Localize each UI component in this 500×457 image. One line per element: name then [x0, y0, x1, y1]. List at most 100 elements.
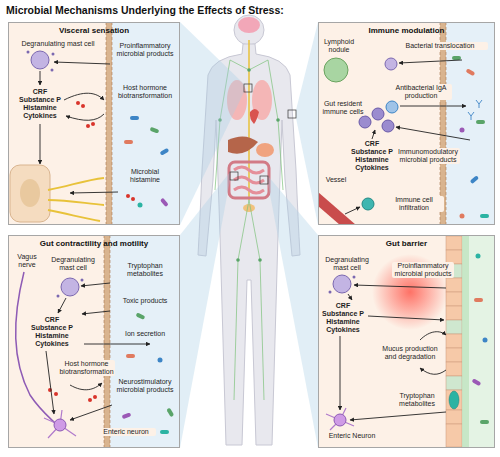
arrows — [81, 283, 110, 286]
bacteria — [480, 420, 489, 424]
zoom-wedge — [296, 22, 318, 225]
arrows — [399, 60, 462, 63]
human-body — [243, 204, 255, 212]
cells — [20, 179, 40, 207]
cells — [48, 178, 104, 221]
annotation-label: Enteric neuron — [96, 428, 156, 436]
cells — [86, 124, 90, 128]
human-body — [236, 258, 240, 262]
zoom-wedge — [230, 172, 238, 180]
arrows — [400, 106, 466, 107]
cells — [382, 120, 394, 132]
annotation-label: Immune cell infiltration — [384, 196, 444, 212]
cells — [57, 295, 60, 298]
human-body — [229, 162, 269, 198]
bacteria — [160, 198, 169, 207]
human-body — [234, 167, 264, 193]
bacteria — [150, 127, 160, 134]
cells — [51, 69, 54, 72]
zoom-wedge — [260, 176, 268, 184]
epithelium — [446, 390, 462, 410]
bacteria — [136, 312, 146, 319]
arrows — [350, 412, 446, 420]
cells — [76, 101, 80, 105]
cells — [91, 122, 95, 126]
arrows — [82, 311, 110, 314]
arrows — [340, 336, 341, 410]
panel-ground — [440, 22, 446, 225]
panel-heading: Gut barrier — [319, 239, 494, 248]
annotation-label: Host hormone biotransformation — [114, 84, 176, 100]
cells — [386, 101, 398, 113]
arrows — [70, 383, 102, 390]
annotation-label: Microbial histamine — [120, 168, 170, 184]
cells — [61, 278, 79, 296]
bacteria — [476, 254, 481, 259]
annotation-label: Proinflammatory microbial products — [114, 42, 176, 58]
annotation-label: Enteric Neuron — [322, 432, 382, 440]
epithelium — [446, 348, 462, 362]
bacteria — [158, 358, 163, 363]
bacteria — [480, 214, 489, 218]
bacteria — [126, 354, 135, 358]
human-body — [228, 136, 258, 153]
cells — [324, 58, 348, 82]
annotation-label: Degranulating mast cell — [16, 40, 100, 48]
annotation-label: Degranulating mast cell — [321, 256, 373, 272]
epithelium — [446, 362, 462, 376]
arrows — [40, 124, 41, 164]
panel-heading: Immune modulation — [319, 26, 494, 35]
zoom-wedge — [288, 110, 296, 118]
annotation-label: Degranulating mast cell — [46, 256, 100, 272]
human-body — [238, 17, 260, 33]
arrows — [345, 207, 360, 214]
human-body — [258, 258, 262, 262]
bacteria — [166, 408, 174, 418]
annotation-label: Ion secretion — [114, 330, 176, 338]
panel-ground — [8, 22, 106, 225]
arrows — [420, 332, 446, 340]
panel-ground — [8, 235, 104, 448]
figure-title: Microbial Mechanisms Underlying the Effe… — [6, 4, 284, 16]
cells — [52, 53, 55, 56]
annotation-label: Vessel — [322, 176, 350, 184]
annotation-label: Proinflammatory microbial products — [392, 262, 454, 278]
cells — [333, 275, 351, 293]
panel-ground — [110, 235, 180, 448]
zoom-wedge — [268, 176, 318, 448]
epithelium — [446, 376, 462, 390]
arrows — [40, 71, 41, 85]
arrows — [354, 285, 446, 288]
mediator-list: CRF Substance P Histamine Cytokines — [321, 302, 365, 334]
cells — [362, 198, 374, 210]
arrows — [368, 316, 444, 320]
epithelium — [446, 320, 462, 334]
arrows — [372, 130, 375, 139]
bacteria — [124, 140, 133, 144]
panel-ground — [318, 22, 440, 225]
arrows — [46, 351, 54, 414]
mediator-list: CRF Substance P Histamine Cytokines — [350, 140, 394, 172]
bacteria — [130, 116, 139, 120]
annotation-label: Tryptophan metabolites — [114, 262, 176, 278]
annotation-label: Gut resident immune cells — [321, 100, 365, 116]
cells — [81, 104, 85, 108]
zoom-wedge — [244, 84, 252, 92]
mediator-list: CRF Substance P Histamine Cytokines — [18, 88, 62, 120]
epithelium — [446, 278, 462, 292]
panel-ground — [106, 22, 112, 225]
bacteria — [122, 412, 132, 419]
annotation-label: Lymphoid nodule — [320, 38, 358, 54]
panel-heading: Visceral sensation — [9, 26, 179, 35]
bacteria — [474, 298, 483, 302]
cells — [359, 116, 371, 128]
cells — [372, 108, 384, 120]
human-body — [250, 109, 259, 124]
bacteria — [160, 430, 169, 434]
epithelium — [446, 410, 462, 424]
human-body — [256, 143, 274, 157]
arrows — [64, 93, 104, 100]
epithelium — [446, 292, 462, 306]
